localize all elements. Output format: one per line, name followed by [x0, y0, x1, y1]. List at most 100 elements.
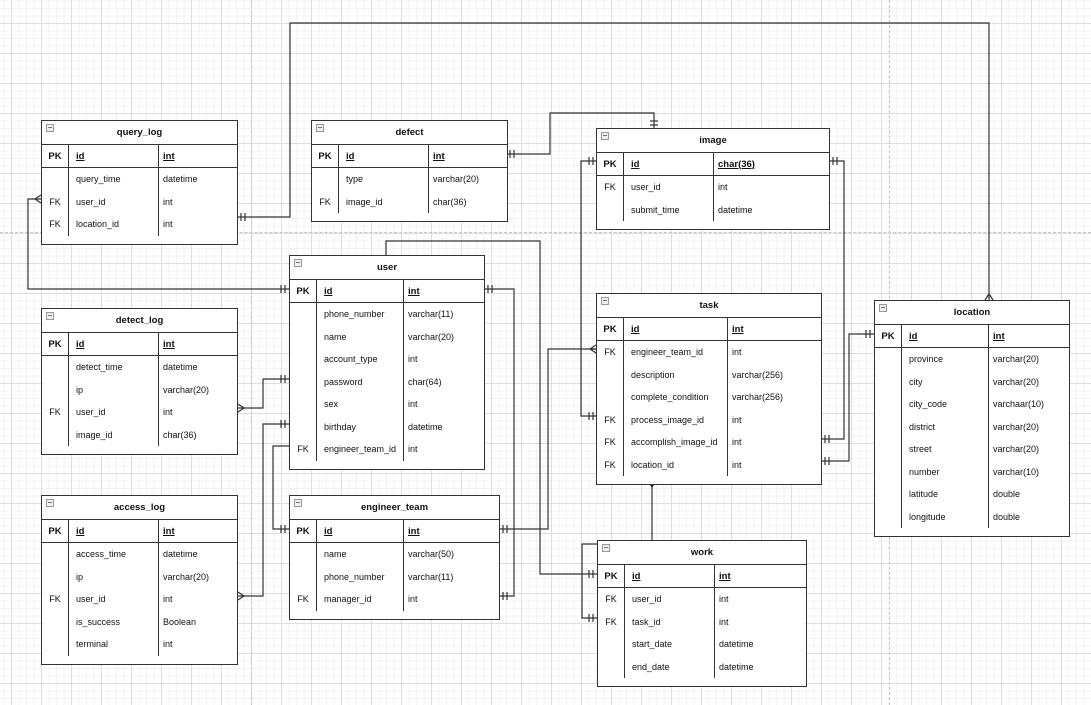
collapse-icon[interactable] [46, 312, 54, 320]
relationship-image-processimage[interactable] [580, 160, 596, 417]
many-cardinality-mark[interactable] [237, 591, 245, 601]
relationship-engineerteam-task[interactable] [500, 348, 596, 530]
relationship-task-work[interactable] [581, 481, 653, 619]
many-cardinality-mark[interactable] [589, 344, 597, 354]
entity-title[interactable]: work [598, 541, 806, 565]
relationship-defect-image[interactable] [508, 112, 655, 155]
entity-title[interactable]: user [290, 256, 484, 280]
entity-title[interactable]: query_log [42, 121, 237, 145]
entity-title[interactable]: defect [312, 121, 507, 145]
many-cardinality-mark[interactable] [984, 293, 994, 301]
many-cardinality-mark[interactable] [237, 403, 245, 413]
relationship-user-work[interactable] [385, 240, 597, 575]
relationship-querylog-location[interactable] [238, 22, 990, 300]
entity-title[interactable]: access_log [42, 496, 237, 520]
collapse-icon[interactable] [294, 259, 302, 267]
relationship-accesslog-user[interactable] [238, 423, 289, 597]
collapse-icon[interactable] [316, 124, 324, 132]
collapse-icon[interactable] [294, 499, 302, 507]
collapse-icon[interactable] [601, 132, 609, 140]
entity-title[interactable]: image [597, 129, 829, 153]
collapse-icon[interactable] [46, 124, 54, 132]
relationship-task-location[interactable] [822, 333, 874, 462]
collapse-icon[interactable] [601, 297, 609, 305]
relationship-querylog-user[interactable] [27, 198, 289, 290]
collapse-icon[interactable] [46, 499, 54, 507]
collapse-icon[interactable] [602, 544, 610, 552]
entity-title[interactable]: detect_log [42, 309, 237, 333]
relationship-user-engineerteam[interactable] [272, 445, 289, 530]
entity-title[interactable]: engineer_team [290, 496, 499, 520]
entity-title[interactable]: task [597, 294, 821, 318]
relationship-detectlog-user[interactable] [238, 378, 289, 409]
many-cardinality-mark[interactable] [34, 194, 42, 204]
entity-title[interactable]: location [875, 301, 1069, 325]
field-name: terminal [76, 639, 109, 650]
collapse-icon[interactable] [879, 304, 887, 312]
